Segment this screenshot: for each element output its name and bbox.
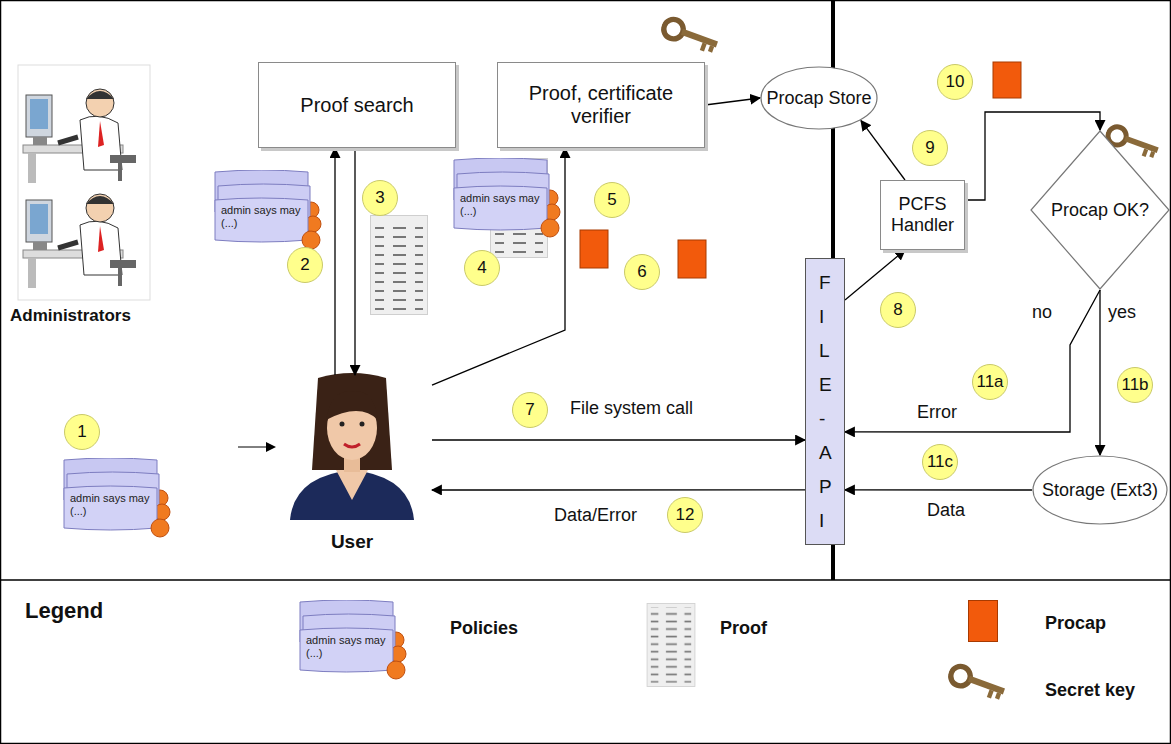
policy-text: admin says may (...) — [306, 634, 386, 660]
node-label: PCFS Handler — [889, 194, 956, 235]
callout-number: 12 — [667, 497, 703, 533]
storage-ellipse: Storage (Ext3) — [1032, 455, 1168, 525]
branch-label: no — [1032, 302, 1052, 323]
branch-label: yes — [1108, 302, 1136, 323]
callout-number: 8 — [880, 292, 916, 328]
connector — [861, 121, 905, 180]
node-label: Proof search — [300, 94, 413, 117]
connector — [845, 290, 1100, 432]
connector — [334, 148, 335, 375]
legend-text: Secret key — [1045, 680, 1135, 701]
figure-caption: Administrators — [10, 306, 131, 326]
legend-text: Procap — [1045, 613, 1106, 634]
policy-text: admin says may (...) — [460, 192, 540, 218]
edge-label: Data — [925, 500, 967, 521]
callout-number: 3 — [362, 180, 398, 216]
callout-number: 2 — [287, 247, 323, 283]
callout-number: 5 — [594, 182, 630, 218]
decision-diamond: Procap OK? — [1030, 130, 1170, 290]
callout-number: 7 — [512, 392, 548, 428]
connector — [705, 98, 760, 105]
callout-number: 1 — [64, 414, 100, 450]
node-label: User — [331, 531, 373, 553]
connector — [432, 148, 565, 385]
callout-number: 11c — [922, 444, 958, 480]
callout-number: 4 — [464, 250, 500, 286]
connector — [432, 439, 805, 440]
connector — [354, 148, 355, 375]
api-bar: FILE-API — [805, 258, 845, 545]
node-label: Procap Store — [766, 88, 871, 109]
process-box: PCFS Handler — [880, 180, 965, 250]
legend-text: Proof — [720, 618, 767, 639]
process-box: Proof search — [258, 62, 456, 148]
node-label: FILE-API — [819, 266, 829, 538]
edge-label: Data/Error — [552, 505, 639, 526]
callout-number: 11a — [972, 364, 1008, 400]
connector — [432, 489, 805, 490]
policy-text: admin says may (...) — [70, 492, 150, 518]
store-ellipse: Procap Store — [760, 66, 878, 130]
connector — [845, 489, 1032, 490]
callout-number: 10 — [937, 64, 973, 100]
legend-swatch — [968, 600, 998, 642]
edge-label: Error — [915, 402, 959, 423]
callout-number: 6 — [624, 254, 660, 290]
callout-number: 11b — [1117, 367, 1153, 403]
node-label: Proof, certificate verifier — [506, 82, 696, 128]
callout-number: 9 — [912, 130, 948, 166]
process-box: Proof, certificate verifier — [497, 62, 705, 148]
user-figure: User — [272, 375, 432, 555]
edge-label: File system call — [568, 398, 695, 419]
policy-text: admin says may (...) — [221, 204, 301, 230]
node-label: Procap OK? — [1051, 200, 1149, 221]
legend-title: Legend — [25, 598, 103, 624]
connector — [1099, 290, 1100, 455]
legend-text: Policies — [450, 618, 518, 639]
node-label: Storage (Ext3) — [1042, 480, 1158, 501]
